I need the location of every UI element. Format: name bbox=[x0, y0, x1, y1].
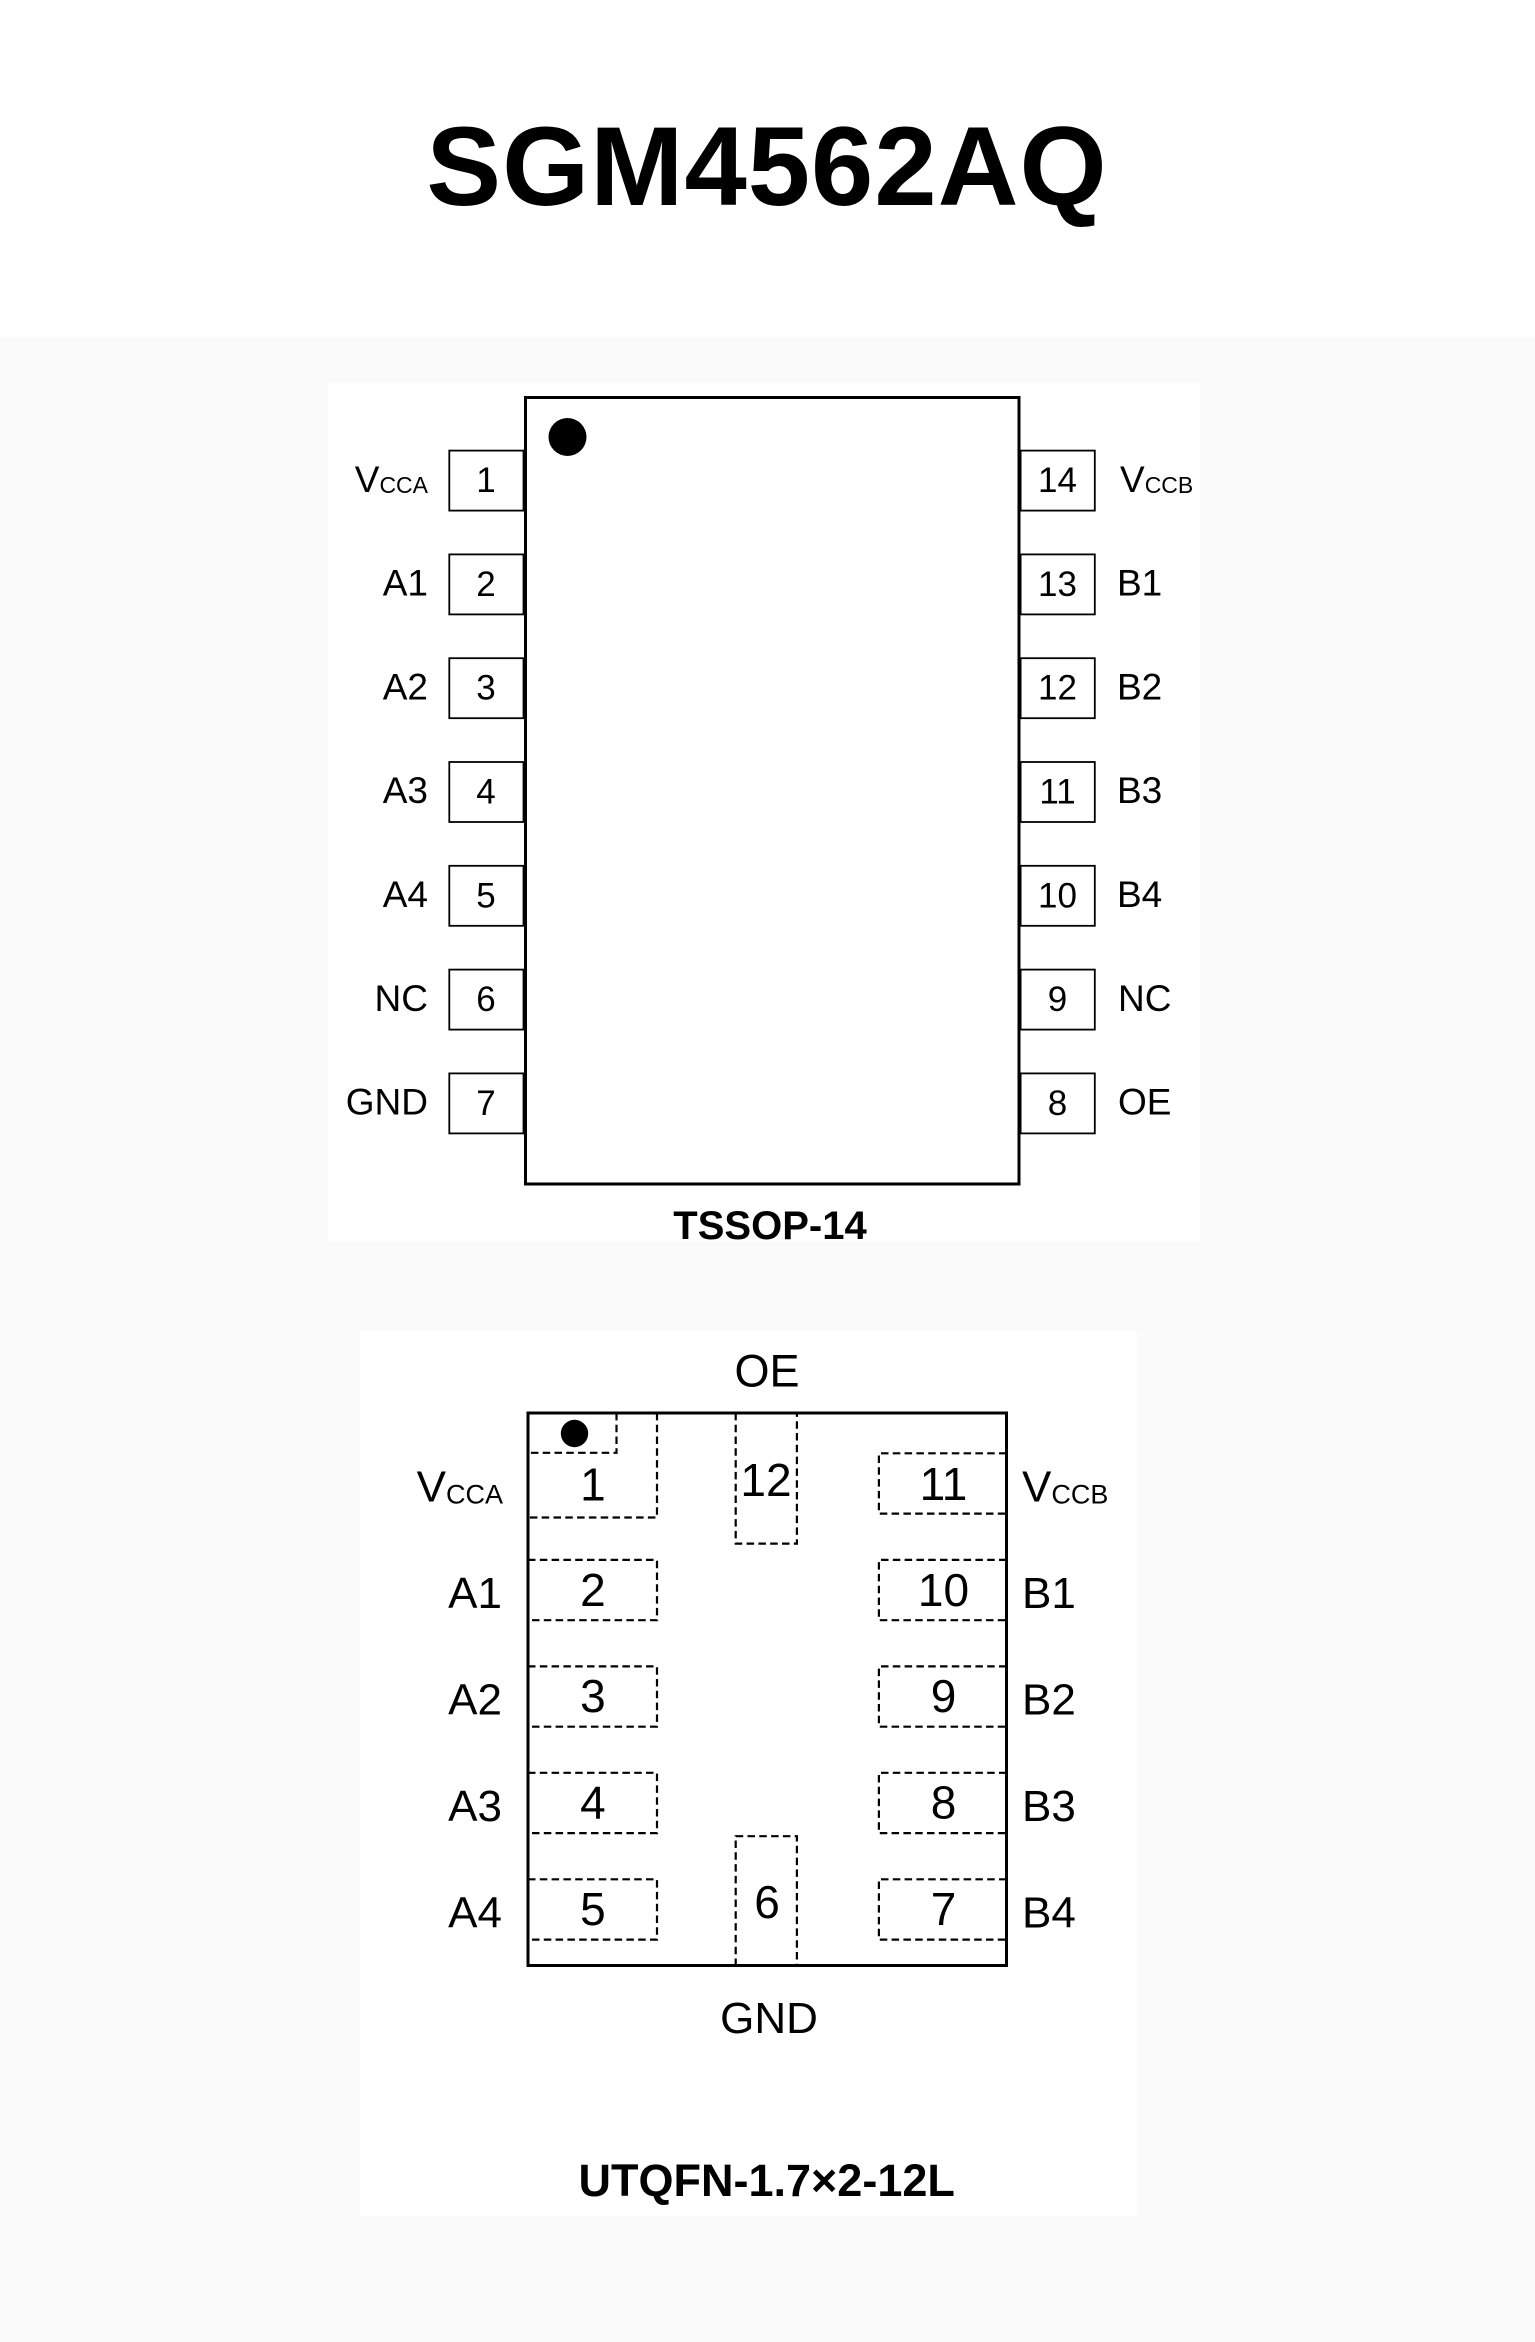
svg-text:B1: B1 bbox=[1117, 563, 1162, 604]
svg-text:VCCA: VCCA bbox=[417, 1463, 503, 1512]
svg-text:11: 11 bbox=[920, 1458, 968, 1510]
svg-text:11: 11 bbox=[1039, 773, 1075, 812]
svg-text:A4: A4 bbox=[383, 874, 428, 915]
svg-text:8: 8 bbox=[1048, 1084, 1067, 1123]
svg-text:A4: A4 bbox=[448, 1888, 502, 1937]
svg-text:3: 3 bbox=[476, 669, 495, 708]
svg-text:OE: OE bbox=[734, 1346, 799, 1397]
svg-text:14: 14 bbox=[1038, 461, 1077, 500]
svg-text:1: 1 bbox=[580, 1458, 606, 1510]
svg-text:OE: OE bbox=[1118, 1082, 1171, 1123]
svg-text:NC: NC bbox=[1118, 978, 1171, 1019]
svg-text:8: 8 bbox=[931, 1777, 957, 1829]
svg-text:A2: A2 bbox=[448, 1676, 502, 1725]
svg-text:B2: B2 bbox=[1022, 1676, 1076, 1725]
svg-text:A3: A3 bbox=[448, 1782, 502, 1831]
svg-text:A1: A1 bbox=[383, 563, 428, 604]
svg-text:A1: A1 bbox=[448, 1569, 502, 1618]
svg-text:9: 9 bbox=[931, 1670, 957, 1722]
svg-text:B4: B4 bbox=[1117, 874, 1162, 915]
svg-text:3: 3 bbox=[580, 1670, 606, 1722]
svg-text:2: 2 bbox=[476, 565, 495, 604]
svg-text:12: 12 bbox=[1038, 669, 1077, 708]
svg-text:TSSOP-14: TSSOP-14 bbox=[673, 1204, 867, 1248]
svg-text:UTQFN-1.7×2-12L: UTQFN-1.7×2-12L bbox=[579, 2155, 955, 2206]
svg-text:NC: NC bbox=[375, 978, 428, 1019]
svg-text:7: 7 bbox=[476, 1084, 495, 1123]
svg-text:6: 6 bbox=[754, 1876, 780, 1928]
svg-text:B3: B3 bbox=[1022, 1782, 1076, 1831]
svg-text:5: 5 bbox=[476, 876, 495, 915]
svg-text:12: 12 bbox=[740, 1454, 791, 1506]
svg-text:B1: B1 bbox=[1022, 1569, 1076, 1618]
svg-text:A2: A2 bbox=[383, 666, 428, 707]
svg-text:10: 10 bbox=[918, 1564, 969, 1616]
svg-text:B4: B4 bbox=[1022, 1888, 1076, 1937]
svg-text:B2: B2 bbox=[1117, 666, 1162, 707]
svg-text:13: 13 bbox=[1038, 565, 1077, 604]
svg-text:A3: A3 bbox=[383, 770, 428, 811]
svg-text:6: 6 bbox=[476, 980, 495, 1019]
svg-text:GND: GND bbox=[720, 1994, 818, 2043]
svg-text:B3: B3 bbox=[1117, 770, 1162, 811]
svg-text:1: 1 bbox=[476, 461, 495, 500]
svg-text:GND: GND bbox=[346, 1082, 428, 1123]
svg-text:2: 2 bbox=[580, 1564, 606, 1616]
svg-text:7: 7 bbox=[931, 1883, 957, 1935]
svg-text:4: 4 bbox=[580, 1777, 606, 1829]
svg-text:5: 5 bbox=[580, 1883, 606, 1935]
svg-text:10: 10 bbox=[1038, 876, 1077, 915]
svg-text:4: 4 bbox=[476, 773, 495, 812]
svg-text:SGM4562AQ: SGM4562AQ bbox=[426, 104, 1107, 229]
svg-text:9: 9 bbox=[1048, 980, 1067, 1019]
